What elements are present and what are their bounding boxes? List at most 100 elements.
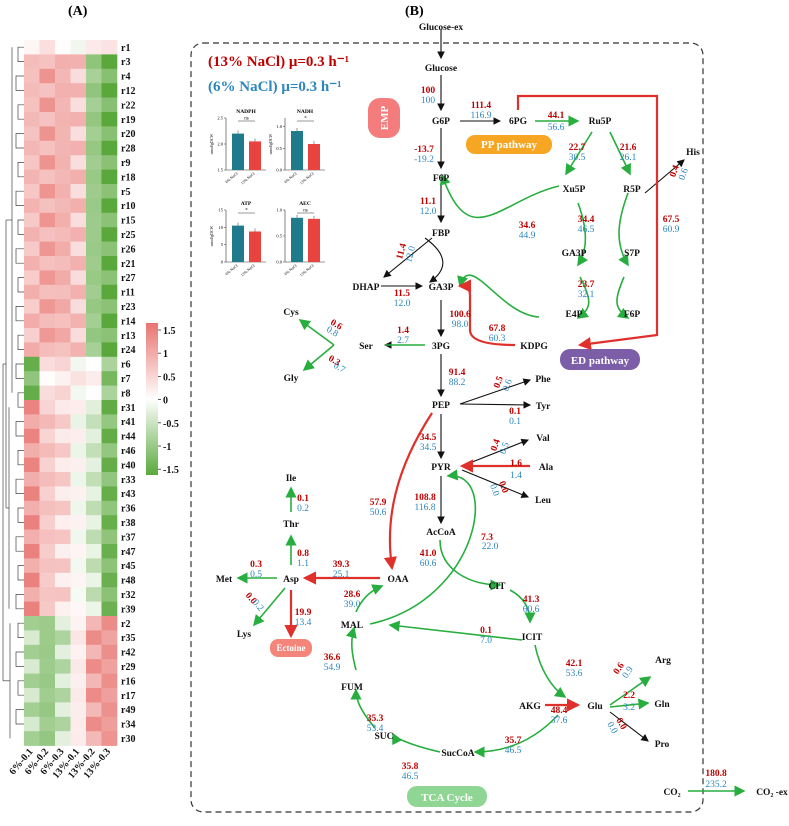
heatmap-cell [55, 529, 71, 545]
inset-tick: 15 [219, 208, 224, 213]
met-ser: Ser [359, 342, 374, 352]
heatmap-cell [24, 630, 40, 646]
heatmap-cell [39, 40, 56, 55]
met-tyr: Tyr [536, 402, 551, 412]
flux-thr-6: 1.1 [297, 559, 309, 569]
flux-tk-6: 44.9 [519, 231, 536, 241]
heatmap-cell [39, 155, 56, 170]
heatmap-row-label: r26 [121, 244, 135, 255]
heatmap-row-label: r43 [121, 489, 135, 500]
heatmap-cell [101, 68, 118, 84]
flux-ru5p-r5p-13: 21.6 [620, 143, 637, 153]
flux-mdh-13: 28.6 [344, 590, 361, 600]
arrows-red [284, 94, 659, 712]
heatmap-cell [70, 572, 87, 588]
emp-label: EMP [379, 106, 391, 131]
heatmap-cell [24, 342, 40, 358]
heatmap-cell [70, 500, 87, 516]
metabolite-labels: Glucose-ex Glucose G6P F6P FBP DHAP GA3P… [216, 23, 788, 798]
heatmap-cell [39, 688, 56, 703]
heatmap-cell [70, 587, 87, 602]
heatmap-cell [24, 155, 40, 170]
flux-glc-6: 100 [421, 96, 436, 106]
heatmap-cell [55, 241, 71, 257]
heatmap-cell [70, 558, 87, 574]
heatmap-cell [86, 227, 102, 242]
met-co2-ex: CO₂ -ex [756, 788, 788, 798]
heatmap-cell [86, 313, 102, 329]
heatmap-cell [86, 558, 102, 574]
inset-tick: 0.5 [276, 146, 282, 151]
heatmap-cell [70, 371, 87, 386]
met-phe: Phe [535, 375, 550, 385]
heatmap-cell [55, 54, 71, 70]
heatmap-cell [86, 572, 102, 588]
heatmap-cell [39, 529, 56, 545]
heatmap-cell [101, 673, 118, 689]
heatmap-cell [70, 126, 87, 142]
met-dhap: DHAP [353, 283, 380, 293]
arrows-black [381, 30, 685, 742]
flux-glc-13: 100 [421, 86, 436, 96]
heatmap-cell [86, 212, 102, 228]
heatmap-cell [24, 169, 40, 185]
heatmap-cell [70, 83, 87, 98]
flux-sdh-13: 35.3 [367, 714, 384, 724]
heatmap-cell [101, 371, 118, 386]
inset-significance: ns [244, 117, 249, 122]
heatmap-cell [24, 414, 40, 430]
heatmap-cell [86, 716, 102, 732]
heatmap-row-label: r7 [121, 374, 130, 385]
heatmap-cell [101, 572, 118, 588]
heatmap-cell [86, 356, 102, 372]
heatmap-cell [24, 428, 40, 444]
heatmap-row-label: r37 [121, 532, 135, 543]
flux-phe-6: 0.6 [501, 378, 515, 393]
heatmap-cell [101, 342, 118, 358]
flux-edd-13: 67.5 [663, 215, 680, 225]
met-g6p: G6P [432, 117, 450, 127]
heatmap-cell [55, 83, 71, 98]
heatmap-cell [70, 68, 87, 84]
flux-val-13: 0.4 [489, 438, 503, 453]
heatmap-cell [39, 140, 56, 156]
inset-tick: 1.0 [276, 208, 282, 213]
flux-ru5p-xu5p-13: 22.7 [569, 143, 586, 153]
flux-kdpg-ga3p-13: 67.8 [489, 324, 506, 334]
tca-badge [407, 786, 487, 807]
met-ile: Ile [286, 474, 297, 484]
heatmap-cell [39, 486, 56, 502]
ed-label: ED pathway [571, 355, 630, 367]
met-6pg: 6PG [509, 117, 528, 127]
emp-badge [368, 98, 400, 138]
flux-oaa-asp-13: 39.3 [333, 560, 350, 570]
flux-phe-13: 0.5 [492, 375, 506, 390]
heatmap-cell [101, 630, 118, 646]
ectoine-badge [270, 639, 312, 657]
heatmap-cell [55, 702, 71, 718]
heatmap-cell [101, 356, 118, 372]
heatmap-cell [101, 385, 118, 401]
heatmap-cell [55, 515, 71, 530]
met-fbp: FBP [432, 229, 450, 239]
flux-acn-6: 60.6 [523, 605, 540, 615]
inset-category: 6% NaCl [283, 262, 298, 276]
heatmap-cell [24, 500, 40, 516]
heatmap-cell [24, 126, 40, 142]
heatmap-cell [70, 616, 87, 631]
heatmap-row-label: r1 [121, 43, 130, 54]
flux-ru5p-r5p-6: 26.1 [620, 153, 637, 163]
heatmap-cell [39, 644, 56, 660]
heatmap-cell [86, 40, 102, 55]
heatmap-cell [24, 83, 40, 98]
heatmap-cell [24, 601, 40, 617]
flux-tyr-13: 0.1 [509, 407, 521, 417]
heatmap-cell [70, 716, 87, 732]
flux-leu-13: 0.0 [496, 480, 510, 495]
flux-thr-13: 0.8 [297, 549, 309, 559]
flux-met-13: 0.3 [250, 560, 262, 570]
heatmap-row-label: r3 [121, 57, 130, 68]
heatmap-row-label: r17 [121, 691, 135, 702]
flux-g6p-f6p-13: -13.7 [414, 145, 434, 155]
flux-cs-6: 60.6 [420, 559, 437, 569]
